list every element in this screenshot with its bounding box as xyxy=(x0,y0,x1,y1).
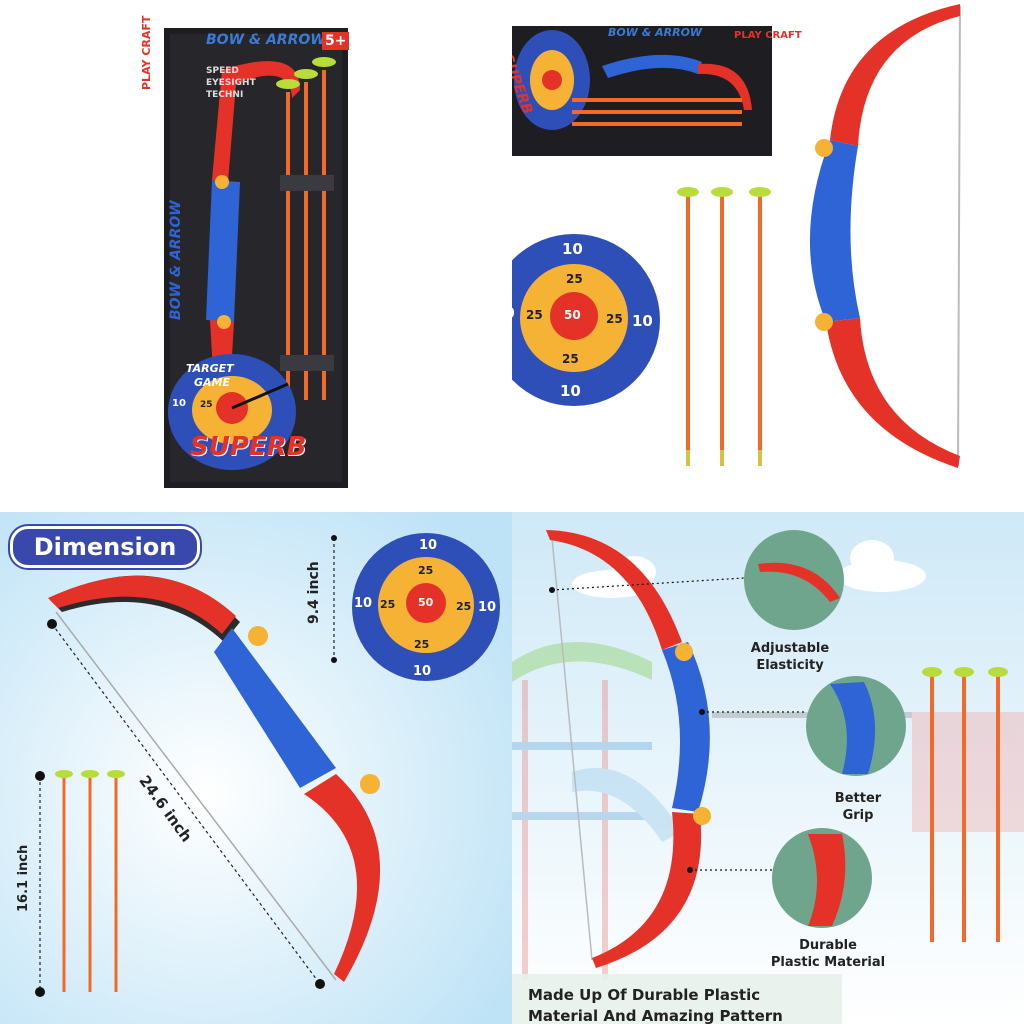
dim-target-25-left: 25 xyxy=(380,598,396,611)
box-brand: PLAY CRAFT xyxy=(140,15,153,90)
box-target-score-25: 25 xyxy=(200,400,213,410)
box-target-game-line1: TARGET xyxy=(186,362,234,375)
target-score-bottom: 10 xyxy=(560,382,581,400)
dim-target-25-bottom: 25 xyxy=(414,638,430,651)
target-score-25-right: 25 xyxy=(606,312,623,326)
dim-target-25-right: 25 xyxy=(456,600,472,613)
product-contents-panel: BOW & ARROW PLAY CRAFT SUPERB 10 10 10 1… xyxy=(512,0,1024,512)
box-feature-technique: TECHNI xyxy=(206,90,244,100)
box-age-badge: 5+ xyxy=(322,32,350,50)
target-score-center: 50 xyxy=(564,308,581,322)
dim-target-score-top: 10 xyxy=(419,538,438,553)
features-art xyxy=(512,512,1024,1024)
elasticity-label-line2: Elasticity xyxy=(756,658,824,673)
product-contents-art xyxy=(512,4,961,468)
dimension-heading: Dimension xyxy=(10,526,200,568)
target-score-25-top: 25 xyxy=(566,272,583,286)
target-height-label: 9.4 inch xyxy=(306,561,322,624)
material-label-line2: Plastic Material xyxy=(770,955,886,970)
box-feature-eyesight: EYESIGHT xyxy=(206,78,256,88)
target-score-25-bottom: 25 xyxy=(562,352,579,366)
dim-target-score-left: 10 xyxy=(354,596,373,611)
thumb-box-brand: PLAY CRAFT xyxy=(734,30,802,41)
box-feature-speed: SPEED xyxy=(206,66,239,76)
dimension-art xyxy=(0,512,512,1024)
product-box-panel: BOW & ARROW 5+ PLAY CRAFT SPEED EYESIGHT… xyxy=(0,0,512,512)
caption-line1: Made Up Of Durable Plastic xyxy=(528,986,761,1004)
thumb-box-title: BOW & ARROW xyxy=(608,26,703,39)
arrow-length-label: 16.1 inch xyxy=(16,844,31,912)
target-score-right: 10 xyxy=(632,312,653,330)
dimension-panel: Dimension 9.4 inch 24.6 inch 16.1 inch 1… xyxy=(0,512,512,1024)
box-target-game-line2: GAME xyxy=(194,376,231,389)
target-score-left: 10 xyxy=(512,304,515,322)
box-superb-logo: SUPERB xyxy=(190,432,307,462)
target-score-top: 10 xyxy=(562,240,583,258)
features-panel: Adjustable Elasticity Better Grip Durabl… xyxy=(512,512,1024,1024)
dim-target-center: 50 xyxy=(418,596,434,609)
dim-target-25-top: 25 xyxy=(418,564,434,577)
box-title: BOW & ARROW xyxy=(206,32,326,48)
caption-line2: Material And Amazing Pattern xyxy=(528,1007,783,1024)
box-target-score-10: 10 xyxy=(172,398,186,409)
dim-target-score-right: 10 xyxy=(478,600,497,615)
elasticity-label-line1: Adjustable xyxy=(750,641,830,656)
dim-target-score-bottom: 10 xyxy=(413,664,432,679)
product-box-art xyxy=(164,28,348,488)
grip-label-line2: Grip xyxy=(842,808,874,823)
target-score-25-left: 25 xyxy=(526,308,543,322)
box-side-title: BOW & ARROW xyxy=(168,200,184,320)
grip-label-line1: Better xyxy=(834,791,882,806)
material-label-line1: Durable xyxy=(799,938,857,953)
